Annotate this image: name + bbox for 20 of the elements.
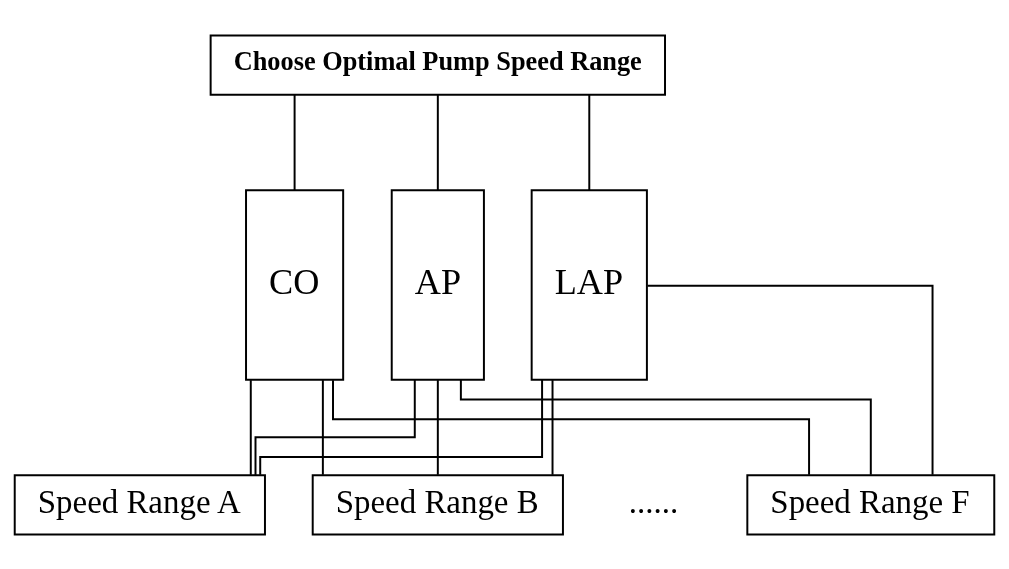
node-box: AP	[390, 188, 485, 381]
connector	[646, 284, 934, 476]
connector	[249, 378, 252, 476]
connector	[259, 378, 544, 476]
node-box: Speed Range F	[746, 473, 996, 535]
node-box: Choose Optimal Pump Speed Range	[209, 34, 666, 96]
connector	[321, 378, 324, 476]
node-box: Speed Range A	[13, 473, 266, 535]
node-box: CO	[245, 188, 345, 381]
node-box: Speed Range B	[311, 473, 564, 535]
connector	[588, 93, 591, 191]
connector	[293, 93, 296, 191]
connector	[459, 378, 872, 476]
label: ......	[628, 483, 679, 520]
node-box: LAP	[530, 188, 648, 381]
connector	[436, 93, 439, 191]
connector	[254, 378, 416, 476]
connector	[551, 378, 554, 476]
connector	[436, 378, 439, 476]
connector	[332, 378, 811, 476]
